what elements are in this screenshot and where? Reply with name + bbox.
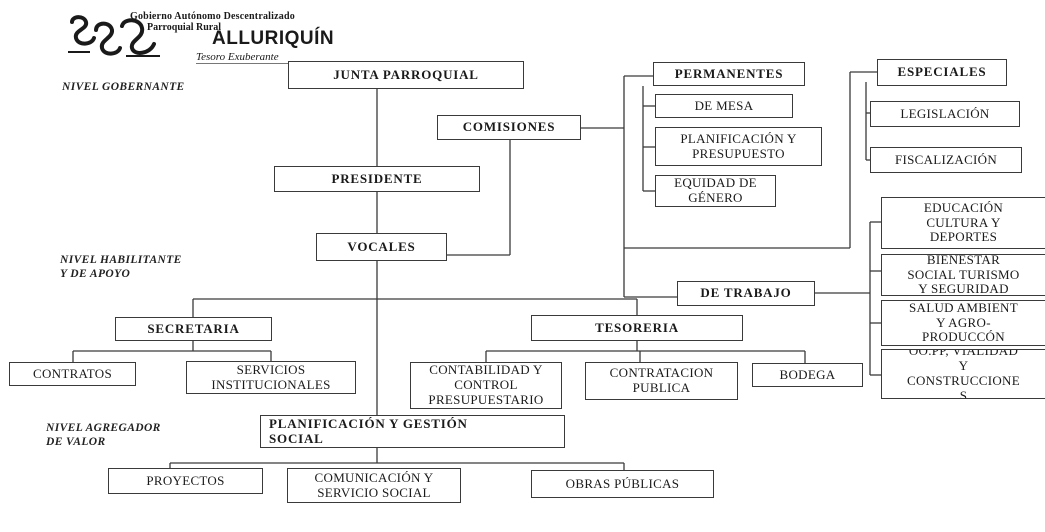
node-especiales: ESPECIALES [877, 59, 1007, 86]
logo-name: ALLURIQUÍN [212, 28, 335, 49]
logo-underline [196, 63, 306, 64]
node-comunicacion-servicio-social: COMUNICACIÓN Y SERVICIO SOCIAL [287, 468, 461, 503]
node-equidad-genero: EQUIDAD DE GÉNERO [655, 175, 776, 207]
node-oopp-vialidad: OO.PP, VIALIDAD Y CONSTRUCCIONE S [881, 349, 1045, 399]
node-legislacion: LEGISLACIÓN [870, 101, 1020, 127]
node-salud-ambiente: SALUD AMBIENT Y AGRO- PRODUCCÓN [881, 300, 1045, 346]
node-tesoreria: TESORERIA [531, 315, 743, 341]
level-habilitante-label: NIVEL HABILITANTE Y DE APOYO [60, 254, 182, 280]
node-presidente: PRESIDENTE [274, 166, 480, 192]
node-bodega: BODEGA [752, 363, 863, 387]
level-agregador-label: NIVEL AGREGADOR DE VALOR [46, 422, 161, 448]
node-servicios-institucionales: SERVICIOS INSTITUCIONALES [186, 361, 356, 394]
node-comisiones: COMISIONES [437, 115, 581, 140]
node-obras-publicas: OBRAS PÚBLICAS [531, 470, 714, 498]
node-bienestar-social: BIENESTAR SOCIAL TURISMO Y SEGURIDAD [881, 254, 1045, 296]
node-junta-parroquial: JUNTA PARROQUIAL [288, 61, 524, 89]
node-educacion-cultura-deportes: EDUCACIÓN CULTURA Y DEPORTES [881, 197, 1045, 249]
node-permanentes: PERMANENTES [653, 62, 805, 86]
logo-org-line-1: Gobierno Autónomo Descentralizado [130, 11, 295, 22]
logo-slogan: Tesoro Exuberante [196, 51, 279, 63]
node-contratacion-publica: CONTRATACION PUBLICA [585, 362, 738, 400]
node-vocales: VOCALES [316, 233, 447, 261]
node-de-trabajo: DE TRABAJO [677, 281, 815, 306]
node-secretaria: SECRETARIA [115, 317, 272, 341]
node-contratos: CONTRATOS [9, 362, 136, 386]
node-proyectos: PROYECTOS [108, 468, 263, 494]
node-de-mesa: DE MESA [655, 94, 793, 118]
node-contabilidad-control: CONTABILIDAD Y CONTROL PRESUPUESTARIO [410, 362, 562, 409]
node-fiscalizacion: FISCALIZACIÓN [870, 147, 1022, 173]
node-planificacion-gestion-social: PLANIFICACIÓN Y GESTIÓN SOCIAL [260, 415, 565, 448]
level-gobernante-label: NIVEL GOBERNANTE [62, 81, 185, 93]
logo-org-line-2: Parroquial Rural [147, 22, 221, 33]
logo-emblem-icon [68, 15, 160, 57]
node-planificacion-presupuesto: PLANIFICACIÓN Y PRESUPUESTO [655, 127, 822, 166]
